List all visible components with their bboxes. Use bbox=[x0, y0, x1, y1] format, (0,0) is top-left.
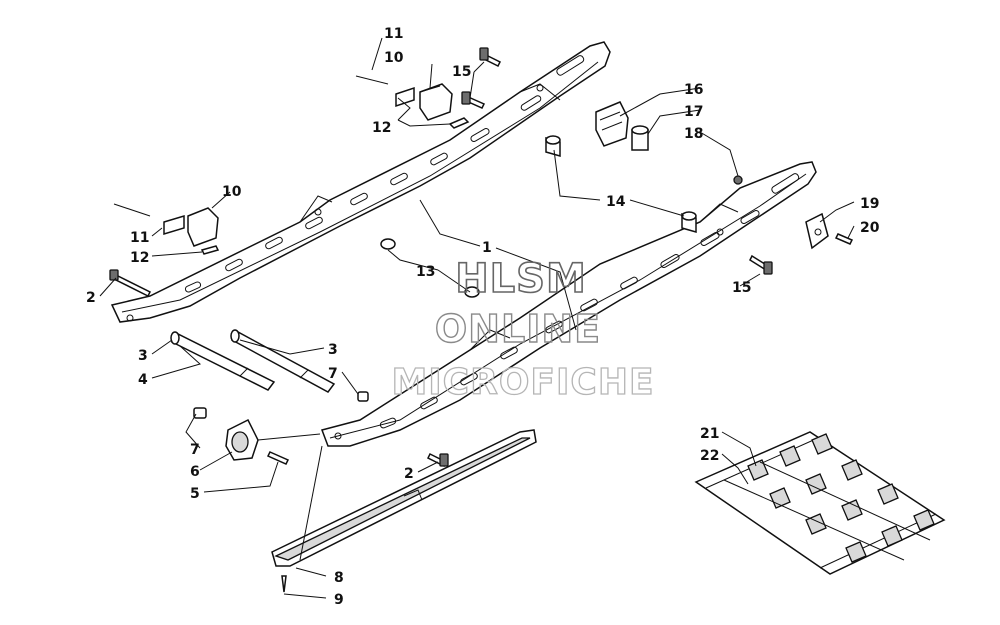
watermark-line-1: HLSM bbox=[455, 256, 587, 302]
track-section bbox=[694, 431, 946, 575]
rear-cross-shaft bbox=[170, 331, 276, 391]
callout-21: 21 bbox=[700, 426, 719, 442]
callout-10-top: 10 bbox=[384, 50, 404, 66]
callout-16: 16 bbox=[684, 82, 703, 98]
callout-18: 18 bbox=[684, 126, 703, 142]
small-screw bbox=[834, 233, 854, 245]
end-cap bbox=[225, 418, 259, 461]
cap-nut bbox=[193, 407, 207, 419]
front-cross-shaft bbox=[230, 329, 336, 393]
back-rail-slots bbox=[184, 55, 585, 293]
stop-block-left bbox=[163, 207, 219, 247]
callout-3-left: 3 bbox=[138, 348, 148, 364]
callout-15-top: 15 bbox=[452, 64, 471, 80]
bolt-left bbox=[109, 269, 152, 298]
callout-14: 14 bbox=[606, 194, 626, 210]
mount-block bbox=[595, 101, 629, 147]
watermark-line-2: ONLINE bbox=[435, 307, 601, 351]
callout-1: 1 bbox=[482, 240, 492, 256]
callout-5: 5 bbox=[190, 486, 200, 502]
pin-top bbox=[355, 75, 389, 85]
cap-screw bbox=[266, 451, 290, 465]
pin-left bbox=[113, 203, 151, 217]
callout-13: 13 bbox=[416, 264, 435, 280]
spacer-lower bbox=[681, 211, 697, 233]
callout-22: 22 bbox=[700, 448, 719, 464]
front-rail-slots bbox=[379, 173, 800, 429]
washer-lower bbox=[464, 286, 480, 298]
callout-6: 6 bbox=[190, 464, 200, 480]
callout-4: 4 bbox=[138, 372, 148, 388]
callout-9: 9 bbox=[334, 592, 344, 608]
callout-11-left: 11 bbox=[130, 230, 149, 246]
back-rail bbox=[110, 41, 611, 323]
callout-11-top: 11 bbox=[384, 26, 403, 42]
callout-7-right: 7 bbox=[328, 366, 338, 382]
watermark-line-3: MICROFICHE bbox=[391, 362, 654, 403]
callout-3-right: 3 bbox=[328, 342, 338, 358]
washer bbox=[380, 238, 396, 250]
clip-left bbox=[200, 245, 220, 255]
callout-labels: 11 10 12 15 16 17 18 14 19 20 1 13 15 10… bbox=[86, 26, 880, 608]
bolt-bottom bbox=[426, 452, 449, 468]
spacer-upper bbox=[545, 135, 561, 157]
nut bbox=[733, 175, 743, 185]
slide-screw bbox=[281, 575, 287, 593]
clip-top bbox=[448, 117, 470, 129]
callout-10-left: 10 bbox=[222, 184, 242, 200]
bolt-right bbox=[749, 254, 773, 275]
watermark: HLSM ONLINE MICROFICHE bbox=[391, 255, 654, 403]
shaft-nut bbox=[357, 391, 369, 402]
callout-8: 8 bbox=[334, 570, 344, 586]
callout-17: 17 bbox=[684, 104, 703, 120]
bushing bbox=[631, 125, 649, 151]
callout-2-bottom: 2 bbox=[404, 466, 414, 482]
callout-12-left: 12 bbox=[130, 250, 149, 266]
callout-19: 19 bbox=[860, 196, 879, 212]
callout-7-left: 7 bbox=[190, 442, 200, 458]
slide bbox=[271, 429, 537, 567]
bolt-top bbox=[461, 47, 502, 109]
end-bracket bbox=[805, 212, 829, 250]
callout-15-right: 15 bbox=[732, 280, 751, 296]
callout-20: 20 bbox=[860, 220, 880, 236]
callout-12-top: 12 bbox=[372, 120, 391, 136]
leader-lines bbox=[99, 37, 855, 599]
callout-2-left: 2 bbox=[86, 290, 96, 306]
stop-block-top bbox=[395, 83, 453, 121]
